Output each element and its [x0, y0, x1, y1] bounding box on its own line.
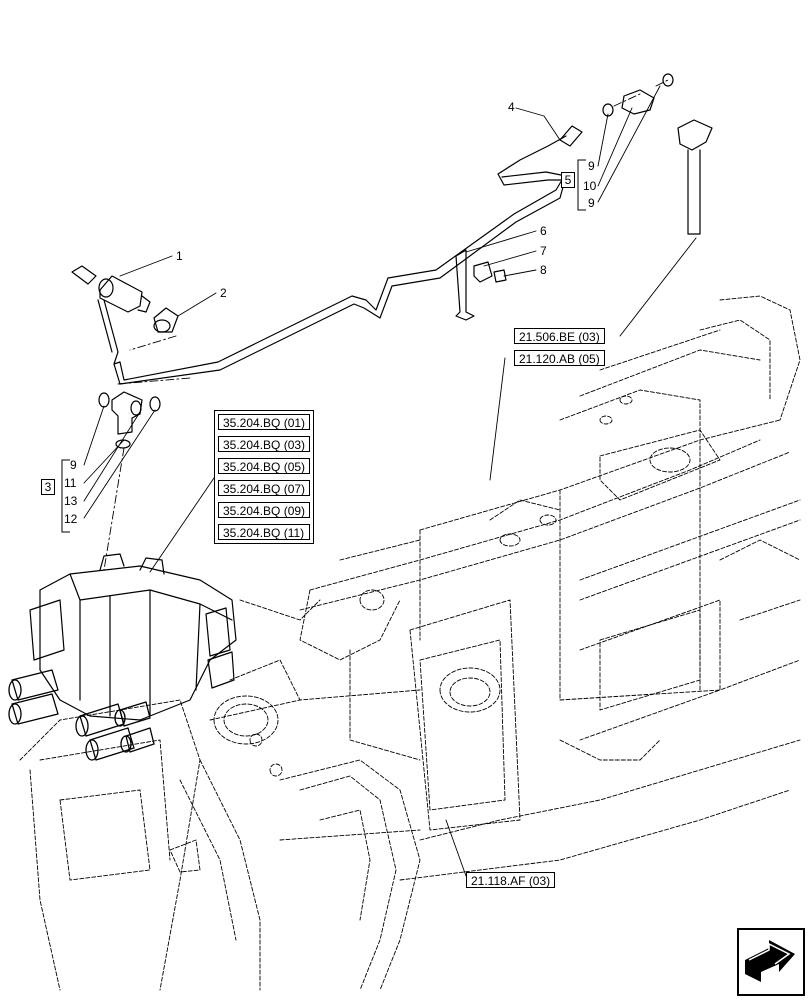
- quick-couplers: [8, 669, 155, 761]
- group-5-box: 5: [561, 172, 575, 188]
- callout-3-12: 12: [64, 512, 78, 526]
- callout-6: 6: [540, 224, 547, 238]
- fitting-group-5: [602, 73, 713, 235]
- ref-21-118-af-03[interactable]: 21.118.AF (03): [466, 872, 556, 888]
- next-page-arrow-icon: [745, 940, 795, 982]
- callout-8: 8: [540, 263, 547, 277]
- valve-reference-group: 35.204.BQ (01) 35.204.BQ (03) 35.204.BQ …: [214, 410, 315, 544]
- ref-21-120-ab-05[interactable]: 21.120.AB (05): [514, 350, 605, 366]
- ref-35-204-bq-11[interactable]: 35.204.BQ (11): [218, 524, 311, 540]
- callout-5-10: 10: [583, 179, 597, 193]
- group-3-box: 3: [41, 479, 55, 495]
- ref-21-506-be-03[interactable]: 21.506.BE (03): [514, 328, 605, 344]
- callout-5-9b: 9: [588, 196, 595, 210]
- callout-2: 2: [220, 286, 227, 300]
- transmission-housing-outline: [19, 295, 801, 991]
- ref-35-204-bq-01[interactable]: 35.204.BQ (01): [218, 414, 311, 430]
- hydraulic-pipe: [97, 125, 583, 385]
- callout-7: 7: [540, 244, 547, 258]
- callout-4: 4: [508, 100, 515, 114]
- callout-3-11: 11: [64, 476, 77, 490]
- control-valve-block: [29, 553, 237, 721]
- callout-3-13: 13: [64, 494, 78, 508]
- callout-5-9a: 9: [588, 159, 595, 173]
- fitting-1: [71, 265, 151, 313]
- elbow-fitting-group-3: [98, 391, 161, 449]
- callout-1: 1: [176, 249, 183, 263]
- ref-35-204-bq-09[interactable]: 35.204.BQ (09): [218, 502, 311, 518]
- fitting-2: [153, 307, 179, 333]
- ref-35-204-bq-07[interactable]: 35.204.BQ (07): [218, 480, 311, 496]
- ref-35-204-bq-05[interactable]: 35.204.BQ (05): [218, 458, 311, 474]
- ref-35-204-bq-03[interactable]: 35.204.BQ (03): [218, 436, 311, 452]
- bracket-clamp-assembly: [455, 249, 507, 321]
- callout-3-9: 9: [70, 458, 77, 472]
- next-page-button[interactable]: [737, 928, 805, 996]
